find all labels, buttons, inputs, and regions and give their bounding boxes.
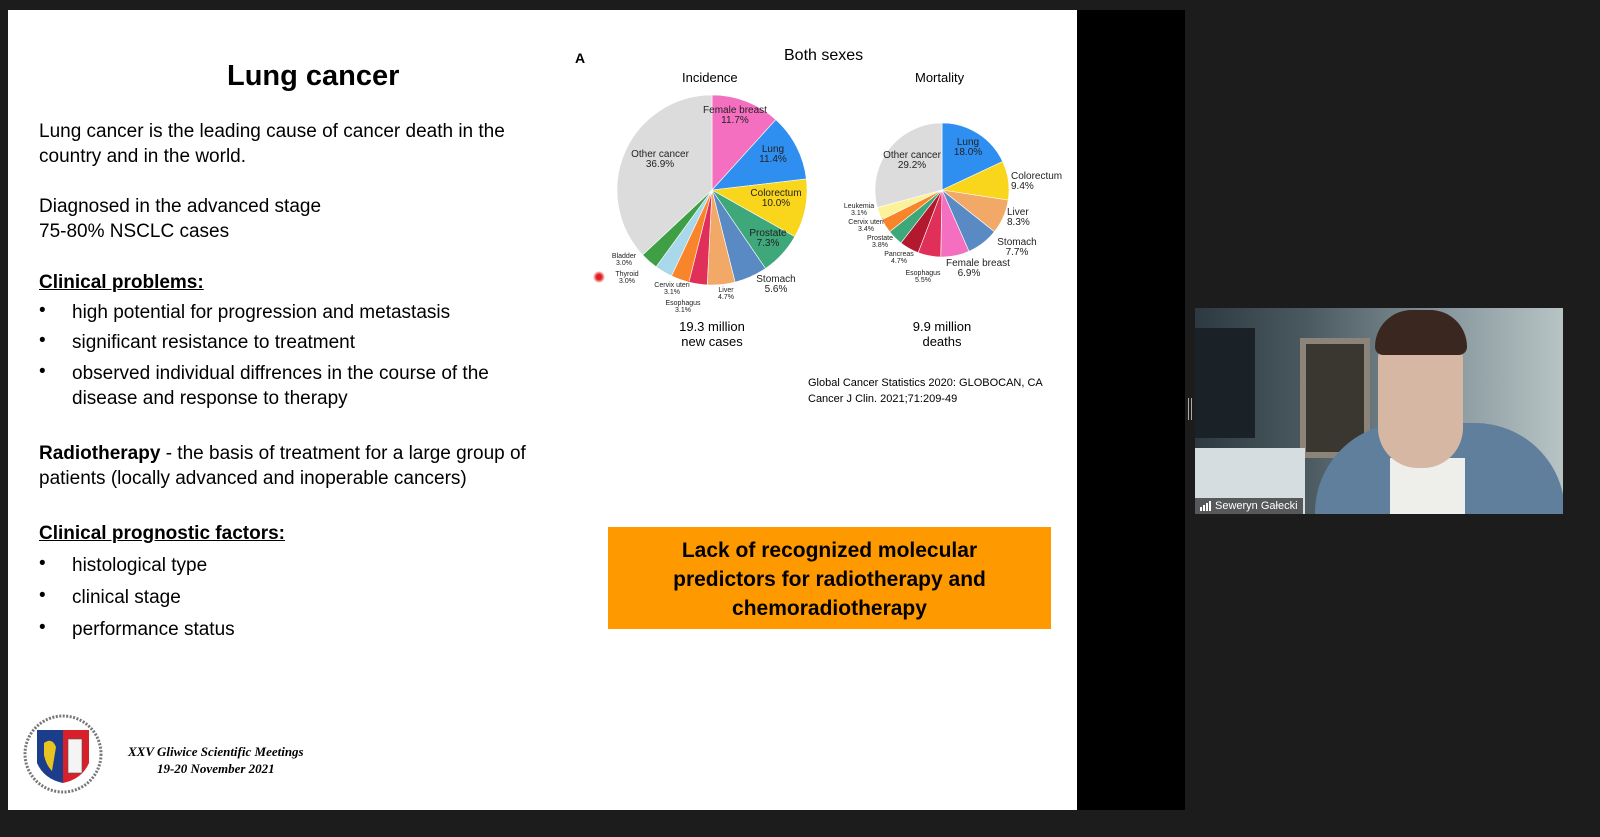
prognostic-item: performance status [72,619,235,640]
signal-strength-icon [1200,501,1211,511]
pie-slice-other-cancer [616,94,713,256]
participant-name: Seweryn Gałecki [1215,500,1298,512]
diagnosed-line-2: 75-80% NSCLC cases [39,221,230,242]
diagnosed-line-1: Diagnosed in the advanced stage [39,196,322,217]
chart-suptitle: Both sexes [784,47,864,64]
problem-item: observed individual diffrences in the co… [72,363,489,384]
bullet: • [39,361,46,382]
radiotherapy-text: - the basis of treatment for a large gro… [160,443,526,464]
bullet: • [39,585,46,606]
slide-title: Lung cancer [227,60,400,92]
pie-slice-lung [941,122,1004,191]
gliwice-coat-of-arms-logo [23,714,103,794]
bullet: • [39,617,46,638]
person-hair [1375,310,1467,355]
radiotherapy-bold: Radiotherapy [39,443,161,464]
prognostic-heading: Clinical prognostic factors: [39,523,285,544]
pie-slice-other-cancer [874,122,943,208]
citation: Global Cancer Statistics 2020: GLOBOCAN,… [808,377,1043,405]
presentation-slide: Lung cancer Lung cancer is the leading c… [8,10,1077,810]
video-background-tv [1195,328,1255,438]
panel-label: A [575,50,586,66]
prognostic-item: histological type [72,555,208,576]
problem-item-cont: disease and response to therapy [72,388,348,409]
prognostic-item: clinical stage [72,587,181,608]
laser-pointer [593,271,605,283]
bullet: • [39,553,46,574]
intro-line-1: Lung cancer is the leading cause of canc… [39,121,505,142]
screen-share-margin [1077,10,1185,810]
participant-video[interactable]: Seweryn Gałecki [1195,308,1563,514]
bullet: • [39,330,46,351]
radiotherapy-line-2: patients (locally advanced and inoperabl… [39,468,467,489]
radiotherapy-line-1: Radiotherapy - the basis of treatment fo… [39,441,526,466]
incidence-title: Incidence [682,70,738,85]
panel-resize-handle[interactable] [1188,398,1192,420]
pie-slice-lung [711,119,807,191]
intro-line-2: country and in the world. [39,146,247,167]
clinical-problems-heading: Clinical problems: [39,272,204,293]
bullet: • [39,300,46,321]
problem-item: high potential for progression and metas… [72,302,451,323]
participant-name-tag: Seweryn Gałecki [1195,498,1303,514]
pie-charts [616,94,1010,286]
problem-item: significant resistance to treatment [72,332,356,353]
mortality-title: Mortality [915,70,965,85]
pie-slice-female-breast [711,94,777,191]
